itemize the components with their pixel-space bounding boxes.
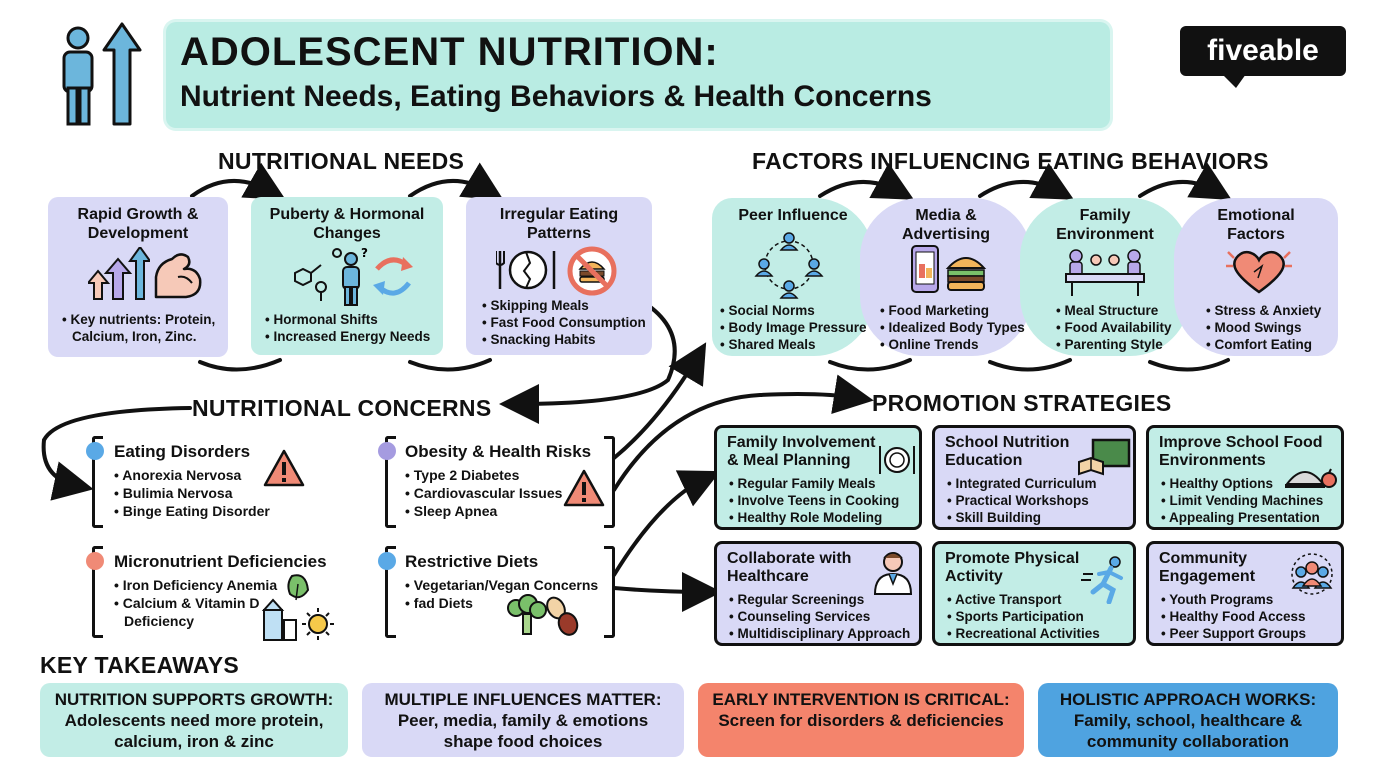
need-card-irregular: Irregular Eating Patterns Skipping Meals… xyxy=(466,197,652,355)
concern-bracket xyxy=(92,546,103,638)
need-card-puberty: Puberty & Hormonal Changes ? Hormonal Sh… xyxy=(251,197,443,355)
concern-bullets: Vegetarian/Vegan Concerns fad Diets xyxy=(405,576,598,612)
community-icon xyxy=(1291,553,1333,595)
fiveable-logo: fiveable xyxy=(1180,26,1346,76)
takeaway-holistic: HOLISTIC APPROACH WORKS: Family, school,… xyxy=(1038,683,1338,757)
promo-card-title: Family Involvement& Meal Planning xyxy=(727,434,876,469)
flexed-arm-icon xyxy=(154,253,202,299)
phone-burger-icon xyxy=(911,245,987,293)
need-card-growth: Rapid Growth & Development Key nutrients… xyxy=(48,197,228,357)
heart-icon xyxy=(1226,250,1292,294)
takeaway-early-intervention: EARLY INTERVENTION IS CRITICAL: Screen f… xyxy=(698,683,1024,757)
need-card-bullets: Key nutrients: Protein, Calcium, Iron, Z… xyxy=(62,311,215,345)
broccoli-beans-icon xyxy=(507,594,579,636)
need-card-title: Rapid Growth & Development xyxy=(77,206,199,242)
concern-dot xyxy=(86,442,104,460)
concern-bracket-right xyxy=(604,436,615,528)
promo-card-bullets: Regular ScreeningsCounseling ServicesMul… xyxy=(729,591,910,642)
promo-card-bullets: Regular Family MealsInvolve Teens in Coo… xyxy=(729,475,899,526)
need-card-title: Puberty & Hormonal Changes xyxy=(269,206,425,242)
promo-card-bullets: Integrated CurriculumPractical Workshops… xyxy=(947,475,1096,526)
concern-bracket xyxy=(92,436,103,528)
runner-icon xyxy=(1081,556,1123,604)
milk-sun-spinach-icon xyxy=(262,574,334,641)
factor-card-family: Family Environment Meal Structure Food A… xyxy=(1020,198,1190,356)
need-card-bullets: Hormonal Shifts Increased Energy Needs xyxy=(265,311,430,345)
plate-cutlery-icon xyxy=(879,446,915,474)
promo-card-bullets: Youth ProgramsHealthy Food AccessPeer Su… xyxy=(1161,591,1306,642)
header-person-arrow-icon xyxy=(56,20,146,130)
concern-bracket xyxy=(385,546,396,638)
concern-bracket xyxy=(385,436,396,528)
factor-card-title: Media & Advertising xyxy=(901,207,990,243)
no-burger-icon xyxy=(567,246,617,296)
title-banner xyxy=(166,22,1110,128)
promotion-strategies-heading: PROMOTION STRATEGIES xyxy=(872,390,1172,416)
concern-bullets: Type 2 Diabetes Cardiovascular Issues Sl… xyxy=(405,466,563,520)
concern-dot xyxy=(378,442,396,460)
factor-card-title: Family Environment xyxy=(1056,207,1154,243)
promo-card-family: Family Involvement& Meal Planning Regula… xyxy=(714,425,922,530)
need-card-title: Irregular Eating Patterns xyxy=(499,206,619,242)
nutritional-needs-heading: NUTRITIONAL NEEDS xyxy=(218,148,465,174)
promo-card-bullets: Active TransportSports ParticipationRecr… xyxy=(947,591,1100,642)
concern-title-obesity: Obesity & Health Risks xyxy=(405,442,592,461)
people-network-icon xyxy=(754,232,824,299)
concern-bullets: Anorexia Nervosa Bulimia Nervosa Binge E… xyxy=(114,466,270,520)
promo-card-bullets: Healthy OptionsLimit Vending MachinesApp… xyxy=(1161,475,1323,526)
factor-card-bullets: Stress & Anxiety Mood Swings Comfort Eat… xyxy=(1206,302,1321,353)
growth-arrows-icon xyxy=(88,247,150,300)
factor-card-peer: Peer Influence Social Norms Body Image P… xyxy=(712,198,874,356)
takeaway-nutrition-growth: NUTRITION SUPPORTS GROWTH: Adolescents n… xyxy=(40,683,348,757)
factor-card-bullets: Meal Structure Food Availability Parenti… xyxy=(1056,302,1171,353)
broken-plate-icon xyxy=(496,250,556,290)
factors-heading: FACTORS INFLUENCING EATING BEHAVIORS xyxy=(752,148,1269,174)
doctor-icon xyxy=(873,552,913,595)
takeaway-multiple-influences: MULTIPLE INFLUENCES MATTER: Peer, media,… xyxy=(362,683,684,757)
concern-title-eating-disorders: Eating Disorders xyxy=(114,442,251,461)
factor-card-title: Peer Influence xyxy=(738,207,848,224)
nutritional-concerns-heading: NUTRITIONAL CONCERNS xyxy=(192,395,492,421)
concern-bullets: Iron Deficiency Anemia Calcium & Vitamin… xyxy=(114,576,277,630)
svg-text:?: ? xyxy=(361,246,368,260)
concern-dot xyxy=(86,552,104,570)
family-table-icon xyxy=(1065,249,1145,296)
concern-title-restrictive: Restrictive Diets xyxy=(405,552,539,571)
food-cloche-icon xyxy=(1284,468,1337,488)
hormone-symbols-icon: ? xyxy=(294,246,413,306)
page-title: ADOLESCENT NUTRITION: xyxy=(180,30,719,74)
page-subtitle: Nutrient Needs, Eating Behaviors & Healt… xyxy=(180,80,932,113)
logo-speech-tail xyxy=(1222,74,1246,88)
warning-triangle-icon xyxy=(263,449,305,487)
concern-title-micronutrient: Micronutrient Deficiencies xyxy=(114,552,327,571)
factor-card-bullets: Food Marketing Idealized Body Types Onli… xyxy=(880,302,1024,353)
concern-bracket-right xyxy=(604,546,615,638)
key-takeaways-heading: KEY TAKEAWAYS xyxy=(40,652,240,678)
warning-triangle-icon xyxy=(563,469,605,507)
factor-card-bullets: Social Norms Body Image Pressure Shared … xyxy=(720,302,866,353)
factor-card-media: Media & Advertising Food Marketing Ideal… xyxy=(860,198,1032,356)
chalkboard-icon xyxy=(1078,438,1131,476)
need-card-bullets: Skipping Meals Fast Food Consumption Sna… xyxy=(482,297,645,348)
factor-card-title: Emotional Factors xyxy=(1217,207,1295,243)
concern-dot xyxy=(378,552,396,570)
factor-card-emotional: Emotional Factors Stress & Anxiety Mood … xyxy=(1174,198,1338,356)
